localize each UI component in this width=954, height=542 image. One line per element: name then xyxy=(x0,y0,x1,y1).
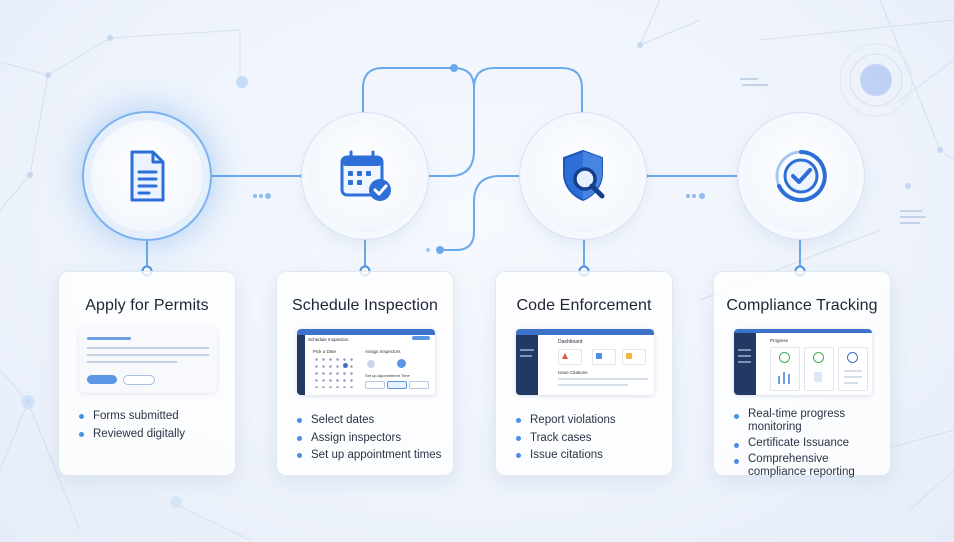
step-1-icon-node xyxy=(91,120,203,232)
calendar-grid-mock xyxy=(313,356,353,388)
list-item: Report violations xyxy=(516,412,616,430)
mockup-row-label: Issue Citations xyxy=(558,370,588,375)
list-item: Select dates xyxy=(297,412,441,430)
mockup-header: Schedule Inspection xyxy=(308,337,349,342)
step-card-compliance-tracking: Compliance Tracking Progress Real-time p… xyxy=(713,271,891,478)
step-4-icon-node xyxy=(745,120,857,232)
bullet-list: Select dates Assign inspectors Set up ap… xyxy=(297,412,441,465)
card-title: Apply for Permits xyxy=(85,297,209,314)
step-2-icon-node xyxy=(309,120,421,232)
step-card-code-enforcement: Code Enforcement Dashboard Issue Citatio… xyxy=(495,271,673,476)
list-item: Forms submitted xyxy=(79,408,185,426)
bullet-list: Real-time progress monitoring Certificat… xyxy=(734,408,890,482)
progress-mockup: Progress xyxy=(734,329,872,395)
list-item: Comprehensive compliance reporting xyxy=(734,453,888,479)
bullet-list: Report violations Track cases Issue cita… xyxy=(516,412,616,465)
list-item: Assign inspectors xyxy=(297,430,441,448)
step-card-schedule-inspection: Schedule Inspection Schedule Inspection … xyxy=(276,271,454,476)
mockup-header: Progress xyxy=(770,338,789,343)
cancel-button-mock xyxy=(123,375,155,385)
list-item: Certificate Issuance xyxy=(734,437,890,450)
card-title: Schedule Inspection xyxy=(291,297,438,314)
shield-search-icon xyxy=(563,149,605,202)
bullet-list: Forms submitted Reviewed digitally xyxy=(79,408,185,443)
list-item: Real-time progress monitoring xyxy=(734,408,890,434)
step-3-icon-node xyxy=(527,120,639,232)
schedule-screen-mockup: Schedule Inspection Pick a Date Assign I… xyxy=(297,329,435,395)
mockup-header: Dashboard xyxy=(558,339,583,345)
card-title: Compliance Tracking xyxy=(726,297,878,314)
step-card-apply-permits: Apply for Permits Forms submitted Review… xyxy=(58,271,236,476)
calendar-check-icon xyxy=(340,150,391,201)
list-item: Reviewed digitally xyxy=(79,426,185,444)
list-item: Track cases xyxy=(516,430,616,448)
progress-check-icon xyxy=(775,150,827,202)
dashboard-mockup: Dashboard Issue Citations xyxy=(516,329,654,395)
list-item: Issue citations xyxy=(516,447,616,465)
submit-button-mock xyxy=(87,375,117,384)
mockup-label: Set up Appointment Time xyxy=(365,373,410,378)
form-mockup xyxy=(79,327,217,393)
mockup-label: Assign Inspectors xyxy=(365,349,401,354)
document-icon xyxy=(130,150,165,202)
list-item: Set up appointment times xyxy=(297,447,441,465)
mockup-label: Pick a Date xyxy=(313,349,337,354)
card-title: Code Enforcement xyxy=(516,297,652,314)
